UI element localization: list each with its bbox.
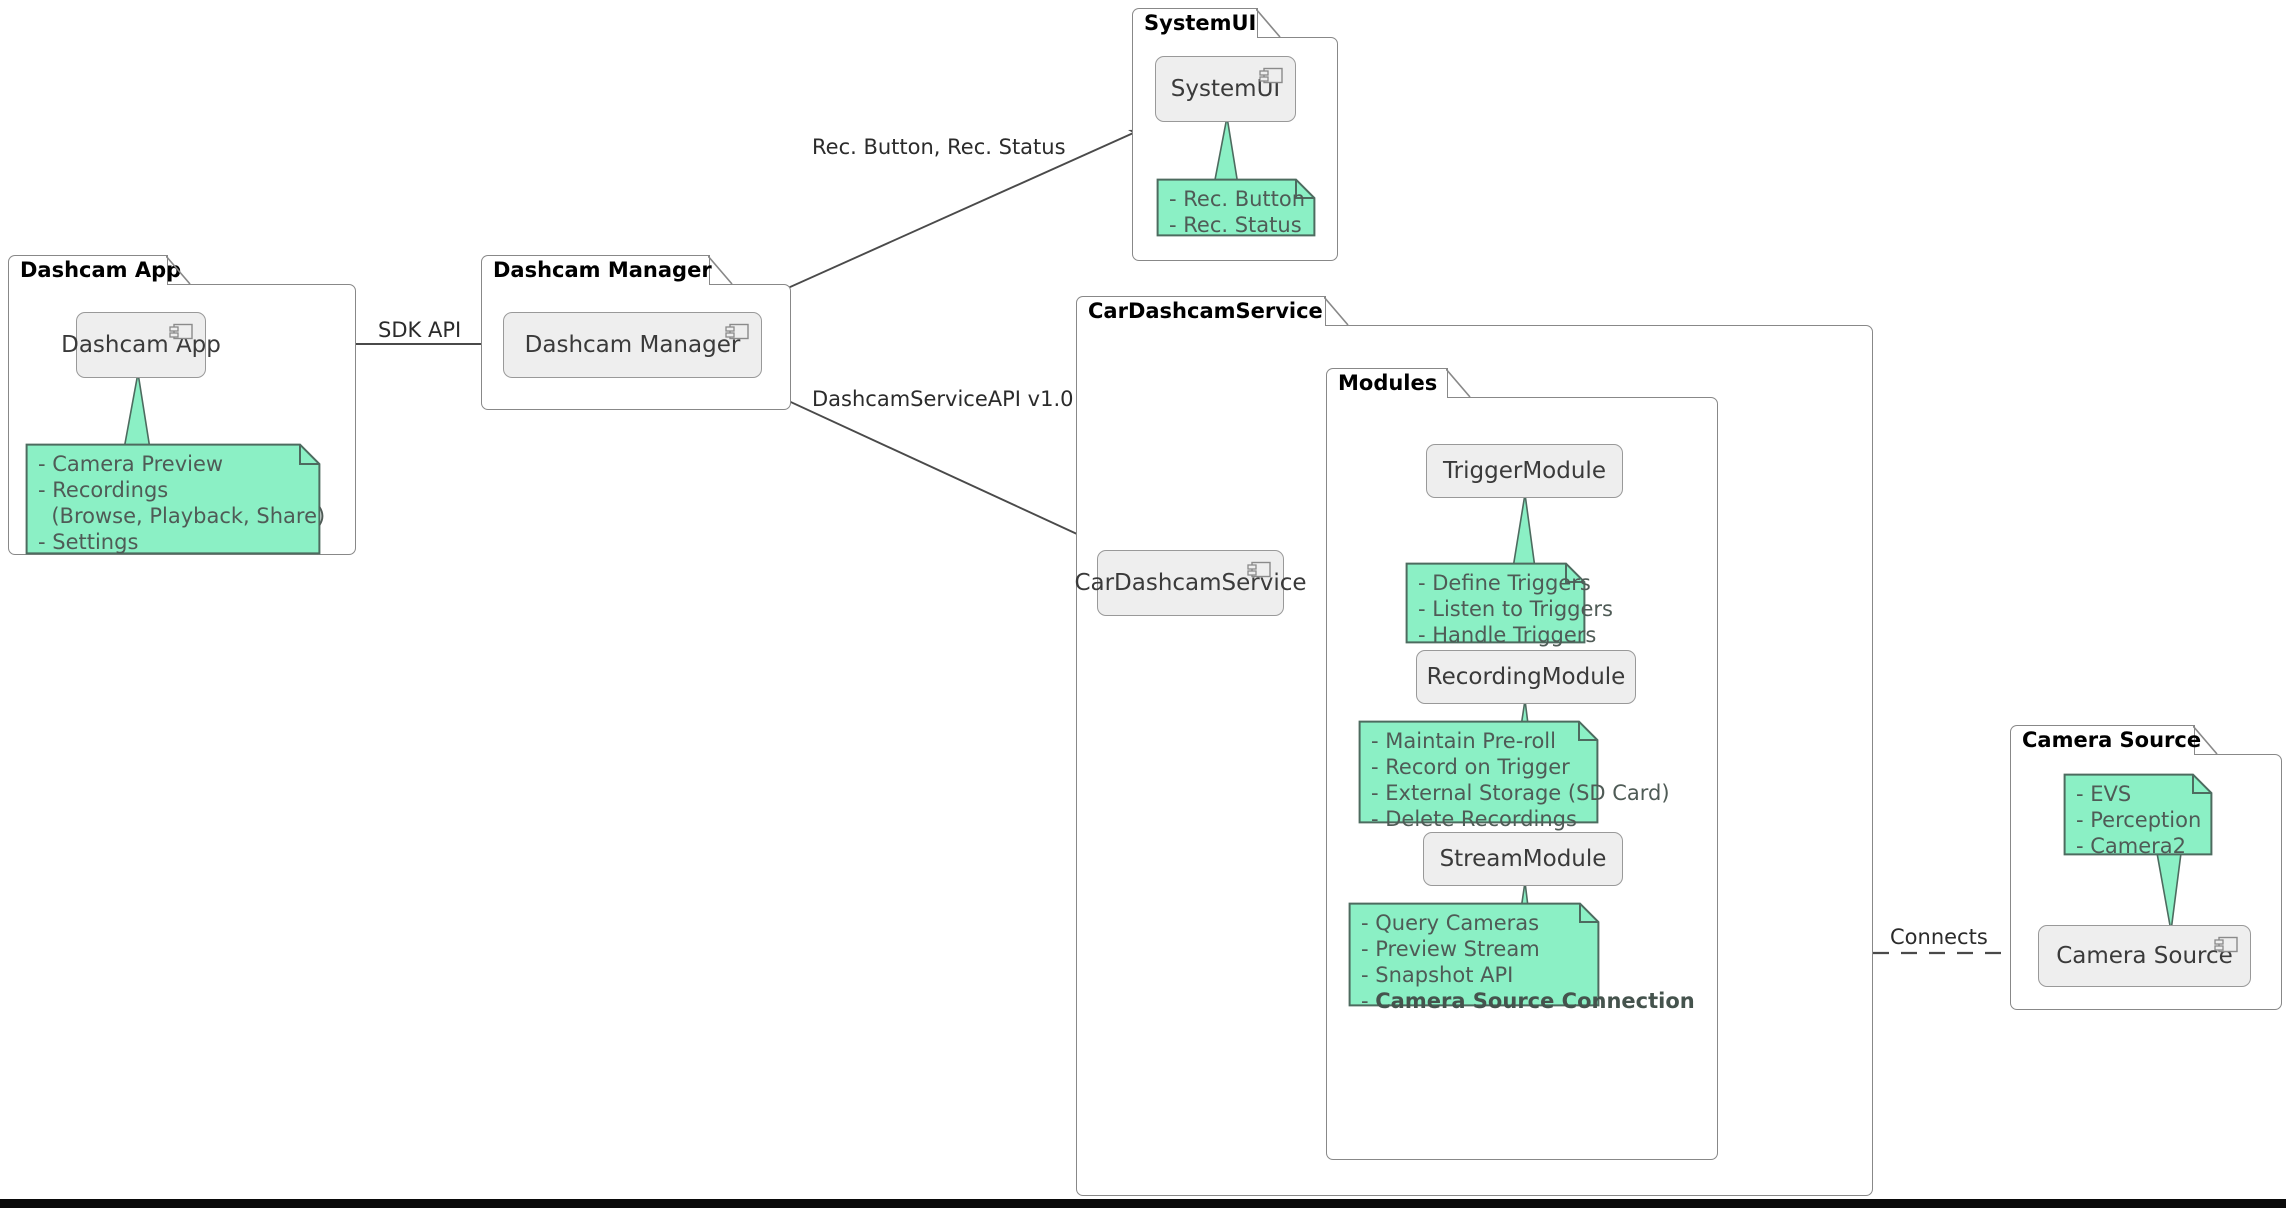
package-tab-dashcam-app: Dashcam App [8,255,181,285]
edge-label-rec-button-status: Rec. Button, Rec. Status [812,137,1066,158]
note-streammodule: - Query Cameras - Preview Stream - Snaps… [1348,902,1695,1013]
note-anchor-systemui [1213,116,1239,186]
component-label-camera-source: Camera Source [2056,942,2233,969]
package-dashcam-manager: Dashcam Manager Dashcam Manager [481,255,791,410]
component-recordingmodule[interactable]: RecordingModule [1416,650,1636,704]
edge-label-dashcamserviceapi-text: DashcamServiceAPI v1.0 [812,387,1074,411]
note-text-streammodule-plain: - Query Cameras - Preview Stream - Snaps… [1361,911,1540,1013]
package-label-cardashcamservice: CarDashcamService [1088,299,1323,323]
note-text-streammodule-bold: Camera Source Connection [1375,988,1695,1013]
component-label-triggermodule: TriggerModule [1443,457,1606,484]
note-recordingmodule: - Maintain Pre-roll - Record on Trigger … [1358,720,1670,831]
bottom-border-band [0,1199,2286,1208]
package-systemui: SystemUI SystemUI - Rec. Button - Rec. S… [1132,8,1338,261]
package-tab-modules: Modules [1326,368,1448,398]
component-dashcam-app[interactable]: Dashcam App [61,312,221,378]
component-label-dashcam-app: Dashcam App [61,331,221,358]
package-label-dashcam-manager: Dashcam Manager [493,258,712,282]
package-label-dashcam-app: Dashcam App [20,258,182,282]
component-dashcam-manager[interactable]: Dashcam Manager [503,312,762,378]
package-label-camera-source: Camera Source [2022,728,2202,752]
package-label-systemui: SystemUI [1144,11,1257,35]
note-systemui: - Rec. Button - Rec. Status [1156,178,1316,237]
uml-component-icon [1259,67,1283,84]
note-text-dashcam-app: - Camera Preview - Recordings (Browse, P… [38,452,326,554]
package-modules: Modules TriggerModule - Define Triggers … [1326,368,1718,1160]
uml-component-icon [2214,936,2238,953]
component-systemui[interactable]: SystemUI [1155,56,1296,122]
note-anchor-dashcam-app [123,372,151,450]
package-tab-slant-systemui [1256,8,1281,38]
note-text-camera-source: - EVS - Perception - Camera2 [2076,782,2202,858]
component-label-dashcam-manager: Dashcam Manager [524,331,741,358]
edge-label-sdk-api: SDK API [378,320,461,341]
component-streammodule[interactable]: StreamModule [1423,832,1623,886]
package-cardashcamservice: CarDashcamService CarDashcamService Modu… [1074,296,1873,1196]
component-triggermodule[interactable]: TriggerModule [1426,444,1623,498]
component-label-streammodule: StreamModule [1439,845,1607,872]
edge-rec-button-status [729,129,1141,315]
component-label-cardashcamservice: CarDashcamService [1074,569,1307,596]
edge-label-rec-button-status-text: Rec. Button, Rec. Status [812,135,1066,159]
note-dashcam-app: - Camera Preview - Recordings (Browse, P… [25,443,325,555]
uml-component-icon [169,323,193,340]
package-tab-cardashcamservice: CarDashcamService [1076,296,1326,326]
edge-label-connects-text: Connects [1890,925,1988,949]
package-tab-systemui: SystemUI [1132,8,1258,38]
package-dashcam-app: Dashcam App Dashcam App - Camera Preview… [8,255,356,555]
uml-component-icon [1247,561,1271,578]
note-text-systemui: - Rec. Button - Rec. Status [1169,187,1306,237]
package-tab-slant-cardashcamservice [1324,296,1349,326]
component-label-systemui: SystemUI [1170,75,1281,102]
note-camera-source: - EVS - Perception - Camera2 [2063,773,2213,858]
note-triggermodule: - Define Triggers - Listen to Triggers -… [1405,562,1613,647]
note-text-recordingmodule: - Maintain Pre-roll - Record on Trigger … [1371,729,1670,831]
component-camera-source[interactable]: Camera Source [2038,925,2251,987]
package-tab-dashcam-manager: Dashcam Manager [481,255,712,285]
edge-label-connects: Connects [1890,927,1988,948]
package-label-modules: Modules [1338,371,1438,395]
uml-component-icon [725,323,749,340]
edge-label-dashcamserviceapi: DashcamServiceAPI v1.0 [812,389,1074,410]
edge-label-sdk-api-text: SDK API [378,318,462,342]
note-anchor-triggermodule [1512,493,1536,569]
package-tab-camera-source: Camera Source [2010,725,2201,755]
component-cardashcamservice[interactable]: CarDashcamService [1074,550,1307,616]
package-camera-source: Camera Source - EVS - Perception - Camer… [2010,725,2282,1010]
component-label-recordingmodule: RecordingModule [1426,663,1626,690]
note-text-triggermodule: - Define Triggers - Listen to Triggers -… [1418,571,1613,647]
note-text-streammodule: - Query Cameras - Preview Stream - Snaps… [1348,902,1695,1023]
